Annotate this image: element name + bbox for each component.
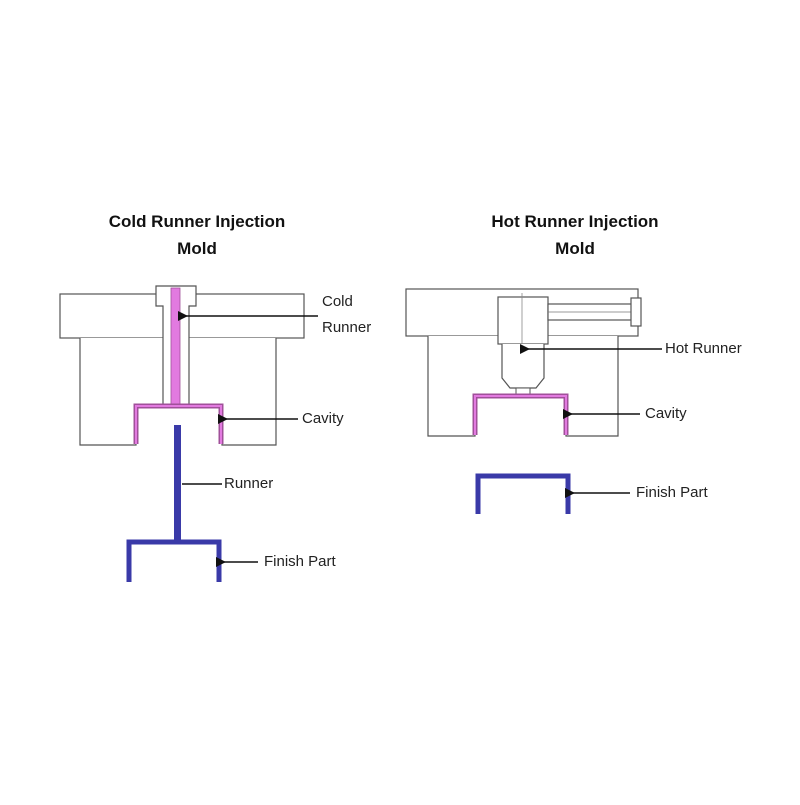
cold-cavity-fill: [135, 405, 222, 444]
hot-nozzle: [501, 344, 545, 389]
hot-runner-title: Hot Runner Injection Mold: [445, 208, 705, 262]
cold-runner-title: Cold Runner Injection Mold: [67, 208, 327, 262]
cold-title-line2: Mold: [177, 239, 217, 258]
hot-title-line2: Mold: [555, 239, 595, 258]
label-hot-runner: Hot Runner: [665, 340, 742, 357]
cold-finish-part: [126, 539, 222, 582]
hot-manifold-block: [497, 296, 549, 345]
hot-title-line1: Hot Runner Injection: [491, 212, 659, 231]
cold-runner-sprue: [174, 425, 181, 543]
hot-runner-mold: [405, 288, 662, 514]
label-cold-cavity: Cavity: [302, 410, 344, 427]
label-runner: Runner: [224, 475, 274, 492]
cold-runner-mold: [59, 285, 318, 582]
label-cold-runner: Cold Runner: [322, 289, 371, 341]
cold-title-line1: Cold Runner Injection: [108, 212, 286, 231]
label-cold-runner-line1: Cold: [322, 293, 353, 310]
hot-cavity-fill: [474, 395, 567, 435]
label-hot-finish-part: Finish Part: [636, 484, 708, 501]
hot-cavity: [472, 393, 569, 435]
hot-heater-cap: [630, 297, 642, 327]
label-cold-finish-part: Finish Part: [264, 553, 336, 570]
label-hot-cavity: Cavity: [645, 405, 687, 422]
hot-finish-part: [475, 473, 571, 514]
label-cold-runner-line2: Runner: [322, 319, 372, 336]
cold-runner-channel: [170, 287, 181, 406]
